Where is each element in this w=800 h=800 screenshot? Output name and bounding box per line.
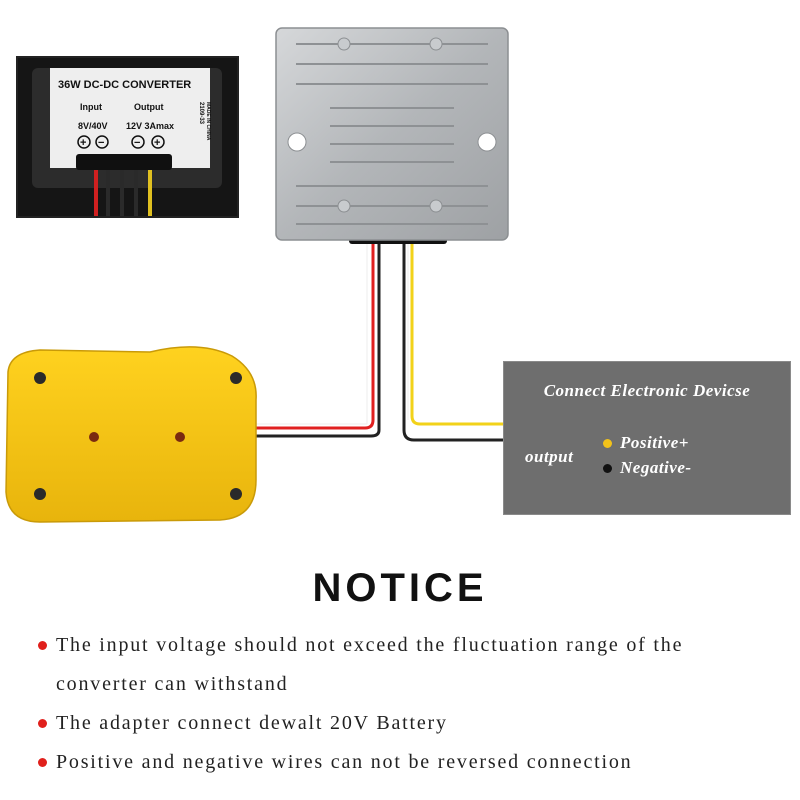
converter-wires bbox=[255, 244, 505, 442]
negative-terminal: Negative- bbox=[603, 458, 692, 478]
notice-title: NOTICE bbox=[312, 566, 488, 610]
output-label: output bbox=[525, 447, 574, 466]
converter-label-inset: 36W DC-DC CONVERTER Input Output 8V/40V … bbox=[16, 56, 239, 218]
electronic-device-box: Connect Electronic Devicse output Positi… bbox=[503, 361, 791, 515]
inset-input-voltage: 8V/40V bbox=[78, 121, 108, 131]
notice-item-text: The input voltage should not exceed the … bbox=[56, 634, 684, 695]
dewalt-battery-adapter bbox=[5, 346, 257, 523]
plus-symbol-2: + bbox=[154, 137, 160, 149]
notice-item: Positive and negative wires can not be r… bbox=[36, 743, 776, 782]
notice-item-text: The adapter connect dewalt 20V Battery bbox=[56, 712, 448, 734]
inset-output-label: Output bbox=[134, 102, 164, 112]
negative-label: Negative- bbox=[620, 458, 692, 477]
notice-item: The adapter connect dewalt 20V Battery bbox=[36, 704, 776, 743]
positive-dot-icon bbox=[603, 438, 612, 448]
minus-symbol-2: − bbox=[134, 137, 140, 149]
inset-output-rating: 12V 3Amax bbox=[126, 121, 174, 131]
inset-wires bbox=[94, 170, 152, 216]
plus-symbol: + bbox=[80, 137, 86, 149]
bullet-icon bbox=[38, 758, 47, 767]
product-diagram: 36W DC-DC CONVERTER Input Output 8V/40V … bbox=[5, 27, 791, 523]
bullet-icon bbox=[38, 719, 47, 728]
bullet-icon bbox=[38, 641, 47, 650]
notice-item: The input voltage should not exceed the … bbox=[36, 626, 776, 704]
positive-terminal: Positive+ bbox=[603, 433, 689, 453]
wiring-illustration bbox=[5, 27, 509, 523]
inset-side-origin: MADE IN CHINA bbox=[205, 102, 211, 141]
notice-item-text: Positive and negative wires can not be r… bbox=[56, 751, 633, 773]
inset-side-code: 2109-33 bbox=[198, 102, 204, 125]
dc-dc-converter bbox=[275, 27, 509, 244]
notice-list: The input voltage should not exceed the … bbox=[36, 626, 776, 782]
device-box-title: Connect Electronic Devicse bbox=[543, 381, 751, 400]
inset-input-label: Input bbox=[80, 102, 102, 112]
positive-label: Positive+ bbox=[620, 433, 689, 452]
inset-terminal-symbols bbox=[77, 135, 165, 149]
inset-title: 36W DC-DC CONVERTER bbox=[58, 79, 191, 91]
negative-dot-icon bbox=[603, 463, 612, 473]
minus-symbol: − bbox=[98, 137, 104, 149]
